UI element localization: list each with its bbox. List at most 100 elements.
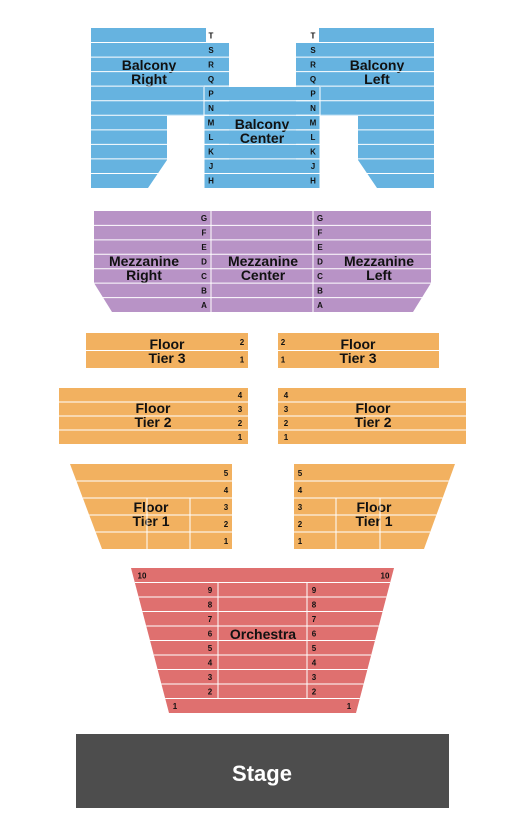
- orchestra-row-label: 5: [208, 644, 213, 653]
- floor-tier3-row-label: 2: [281, 338, 286, 347]
- mezzanine-shape[interactable]: [94, 211, 431, 312]
- balcony-center-label-1: Balcony: [235, 116, 290, 132]
- orchestra-row-label: 3: [208, 673, 213, 682]
- floor-tier2-row-label: 4: [238, 391, 243, 400]
- balcony-row-label: R: [208, 60, 214, 69]
- mezzanine-row-label: F: [202, 229, 207, 238]
- floor-tier1-row-label: 1: [298, 537, 303, 546]
- mezzanine-row-label: G: [317, 214, 323, 223]
- balcony-left-label-1: Balcony: [350, 57, 405, 73]
- orchestra-row-label: 1: [347, 702, 352, 711]
- floor-tier2-row-label: 1: [238, 433, 243, 442]
- orchestra-row-label: 8: [208, 600, 213, 609]
- balcony-left-shape[interactable]: [296, 28, 434, 188]
- orchestra-row-label: 5: [312, 644, 317, 653]
- floor-tier2-row-label: 1: [284, 433, 289, 442]
- floor-tier3-left-label-1: Floor: [341, 336, 377, 352]
- stage: Stage: [76, 734, 449, 808]
- floor-tier1-row-label: 5: [298, 469, 303, 478]
- balcony-row-label: H: [208, 177, 214, 186]
- floor-tier1-left-shape[interactable]: [294, 464, 455, 549]
- floor-tier3-right-label-1: Floor: [150, 336, 186, 352]
- orchestra-row-label: 10: [381, 571, 390, 580]
- balcony-row-label: R: [310, 60, 316, 69]
- balcony-row-label: M: [208, 119, 215, 128]
- mezzanine-row-label: B: [201, 286, 207, 295]
- section-floor-tier1-left[interactable]: Floor Tier 1: [294, 464, 455, 549]
- section-balcony-center[interactable]: Balcony Center: [204, 87, 320, 188]
- section-floor-tier1-right[interactable]: Floor Tier 1: [70, 464, 232, 549]
- mezzanine-row-label: A: [201, 301, 207, 310]
- balcony-row-label: N: [208, 104, 214, 113]
- floor-tier3-row-label: 2: [240, 338, 245, 347]
- floor-tier2-row-label: 3: [238, 405, 243, 414]
- balcony-row-label: T: [209, 31, 214, 40]
- floor-tier3-right-label-2: Tier 3: [148, 350, 185, 366]
- orchestra-row-label: 1: [173, 702, 178, 711]
- floor-tier2-left-label-1: Floor: [356, 400, 392, 416]
- mezzanine-row-label: F: [318, 229, 323, 238]
- balcony-right-label-1: Balcony: [122, 57, 177, 73]
- balcony-row-label: S: [310, 46, 316, 55]
- balcony-row-label: J: [209, 162, 213, 171]
- orchestra-row-label: 9: [312, 586, 317, 595]
- balcony-right-shape[interactable]: [91, 28, 229, 188]
- floor-tier3-left-label-2: Tier 3: [339, 350, 376, 366]
- floor-tier1-row-label: 3: [224, 503, 229, 512]
- balcony-row-label: L: [311, 133, 316, 142]
- balcony-center-label-2: Center: [240, 130, 285, 146]
- mezzanine-right-label-2: Right: [126, 267, 162, 283]
- mezzanine-left-label-2: Left: [366, 267, 392, 283]
- balcony-left-label-2: Left: [364, 71, 390, 87]
- orchestra-row-label: 2: [312, 687, 317, 696]
- floor-tier1-row-label: 4: [224, 486, 229, 495]
- floor-tier1-row-label: 2: [224, 520, 229, 529]
- stage-shape: [76, 734, 449, 808]
- balcony-row-label: P: [208, 89, 214, 98]
- section-balcony-left[interactable]: Balcony Left: [296, 28, 434, 188]
- balcony-row-label: Q: [310, 75, 316, 84]
- floor-tier1-left-label-2: Tier 1: [355, 513, 392, 529]
- mezzanine-row-label: C: [317, 272, 323, 281]
- mezzanine-center-label-1: Mezzanine: [228, 253, 298, 269]
- floor-tier3-row-label: 1: [240, 356, 245, 365]
- section-mezzanine[interactable]: Mezzanine Right Mezzanine Center Mezzani…: [94, 211, 431, 312]
- orchestra-row-label: 6: [312, 629, 317, 638]
- mezzanine-row-label: B: [317, 286, 323, 295]
- floor-tier1-right-shape[interactable]: [70, 464, 232, 549]
- balcony-row-label: Q: [208, 75, 214, 84]
- floor-tier1-row-label: 2: [298, 520, 303, 529]
- floor-tier1-row-label: 5: [224, 469, 229, 478]
- balcony-row-label: P: [310, 89, 316, 98]
- balcony-row-label: M: [310, 119, 317, 128]
- orchestra-row-label: 4: [312, 658, 317, 667]
- floor-tier2-right-label-2: Tier 2: [134, 414, 171, 430]
- balcony-right-label-2: Right: [131, 71, 167, 87]
- orchestra-row-label: 2: [208, 687, 213, 696]
- balcony-center-shape[interactable]: [204, 87, 320, 188]
- balcony-row-label: K: [208, 148, 214, 157]
- balcony-row-label: K: [310, 148, 316, 157]
- section-balcony-right[interactable]: Balcony Right: [91, 28, 229, 188]
- orchestra-row-label: 9: [208, 586, 213, 595]
- orchestra-label: Orchestra: [230, 626, 296, 642]
- balcony-row-label: T: [311, 31, 316, 40]
- mezzanine-row-label: D: [201, 258, 207, 267]
- orchestra-row-label: 3: [312, 673, 317, 682]
- mezzanine-left-label-1: Mezzanine: [344, 253, 414, 269]
- floor-tier1-row-label: 4: [298, 486, 303, 495]
- orchestra-row-label: 8: [312, 600, 317, 609]
- balcony-row-label: N: [310, 104, 316, 113]
- balcony-row-label: L: [209, 133, 214, 142]
- floor-tier1-left-label-1: Floor: [357, 499, 393, 515]
- mezzanine-row-label: G: [201, 214, 207, 223]
- mezzanine-row-label: C: [201, 272, 207, 281]
- balcony-row-label: J: [311, 162, 315, 171]
- stage-label: Stage: [232, 761, 292, 786]
- mezzanine-row-label: E: [317, 243, 323, 252]
- mezzanine-center-label-2: Center: [241, 267, 286, 283]
- floor-tier1-right-label-1: Floor: [134, 499, 170, 515]
- floor-tier1-right-label-2: Tier 1: [132, 513, 169, 529]
